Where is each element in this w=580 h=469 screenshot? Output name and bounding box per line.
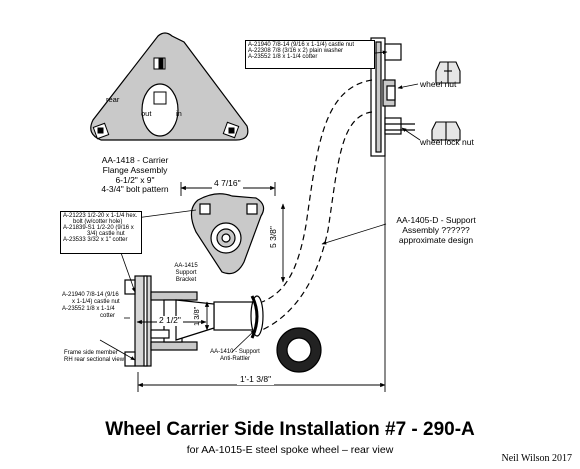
support-arm-tube [213, 295, 264, 339]
flange-center-slot [141, 83, 179, 137]
hub-part-line: A-22308 7/8 (3/16 x 2) plain washer [248, 48, 344, 54]
dimension-overall: 1'-1 3/8" [237, 374, 275, 385]
flange-line2: Flange Assembly [102, 164, 168, 175]
hub-parts-callout: A-21940 7/8-14 (9/16 x 1-1/4) castle nut… [245, 40, 375, 69]
hub-part-line: A-23552 1/8 x 1-1/4 cotter [248, 54, 318, 60]
carrier-flange-plate [90, 32, 249, 141]
page-subtitle: for AA-1015-E steel spoke wheel – rear v… [186, 444, 394, 456]
bolt-part-line: bolt (w/cotter hole) [73, 219, 123, 225]
dimension-short: 1 3/8" [192, 306, 201, 326]
bracket-line3: Bracket [175, 276, 197, 283]
anti-rattler-ring [276, 327, 322, 373]
flange-assembly-label: AA-1418 - Carrier Flange Assembly 6-1/2"… [84, 155, 186, 195]
bracket-label: AA-1415 Support Bracket [164, 263, 208, 284]
rattler-line1: AA-1410 - Support [210, 349, 260, 355]
frame-member-line2: RH rear sectional view [64, 356, 125, 363]
flange-name: AA-1418 - Carrier [101, 155, 169, 165]
author-credit: Neil Wilson 2017 [501, 453, 572, 464]
support-bracket [190, 193, 265, 275]
bracket-line2: Support [175, 269, 197, 276]
bolt-part-line: A-23533 3/32 x 1" cotter [63, 237, 128, 243]
wheel-nut-icon [435, 61, 461, 84]
flange-line4: 4-3/4" bolt pattern [101, 184, 169, 195]
dimension-width: 4 7/16" [212, 178, 243, 189]
frame-part-line: A-21940 7/8-14 (9/16 [62, 292, 119, 298]
page-title: Wheel Carrier Side Installation #7 - 290… [105, 419, 475, 440]
bracket-line1: AA-1415 [174, 263, 198, 269]
wheel-nut-label: wheel nut [420, 79, 457, 89]
plate-label-out: out [141, 109, 152, 118]
leader-lines [99, 50, 421, 361]
frame-member-label: Frame side member RH rear sectional view [64, 350, 124, 364]
plate-label-rear: rear [106, 95, 120, 104]
frame-part-line: x 1-1/4) castle nut [72, 298, 120, 305]
dimension-height: 5 3/8" [268, 226, 278, 248]
support-line1: AA-1405-D - Support [396, 215, 476, 225]
wheel-lock-nut-icon [431, 121, 461, 141]
frame-parts-label: A-21940 7/8-14 (9/16 x 1-1/4) castle nut… [62, 292, 120, 320]
support-line3: approximate design [398, 234, 474, 245]
wheel-lock-nut-label: wheel lock nut [420, 137, 474, 147]
anti-rattler-label: AA-1410 - Support Anti-Rattler [203, 349, 267, 363]
support-assembly-label: AA-1405-D - Support Assembly ?????? appr… [382, 215, 490, 245]
bolt-parts-callout: A-21223 1/2-20 x 1-1/4 hex. bolt (w/cott… [60, 211, 142, 254]
support-arm-outline [261, 79, 373, 331]
hub-plate [370, 37, 415, 157]
bolt-part-line: A-21839-S1 1/2-20 (9/16 x [63, 225, 134, 231]
flange-bolt-holes [92, 57, 240, 140]
hub-part-line: A-21940 7/8-14 (9/16 x 1-1/4) castle nut [248, 42, 355, 48]
frame-part-line: A-23552 1/8 x 1-1/4 [62, 305, 115, 312]
frame-member-line1: Frame side member [64, 350, 118, 356]
flange-line3: 6-1/2" x 9" [115, 174, 155, 185]
bolt-part-line: A-21223 1/2-20 x 1-1/4 hex. [63, 213, 138, 219]
support-line2: Assembly ?????? [402, 224, 470, 235]
bolt-part-line: 3/4) castle nut [87, 231, 125, 237]
plate-label-in: in [176, 109, 182, 118]
frame-part-line: cotter [100, 312, 116, 319]
dimension-half: 2 1/2" [157, 315, 183, 326]
rattler-line2: Anti-Rattler [219, 355, 250, 362]
